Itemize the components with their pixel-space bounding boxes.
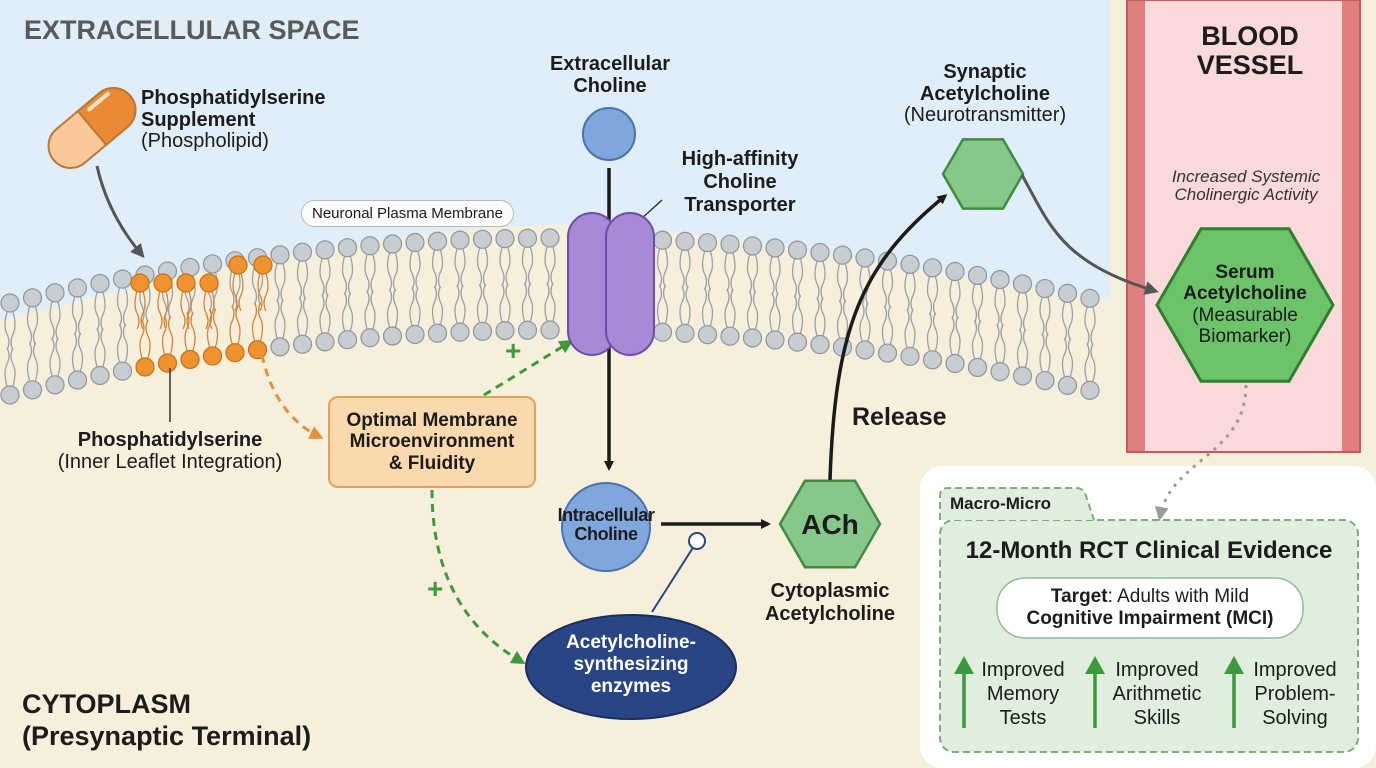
vessel-outline [1126,0,1361,453]
vessel-wall-right [1342,0,1360,452]
membrane-label: Neuronal Plasma Membrane [301,200,514,227]
supplement-line3: (Phospholipid) [141,130,269,153]
release-label: Release [852,403,947,431]
rct-tab [939,487,1095,521]
micro-to-transporter-arrow [483,339,574,397]
synaptic-to-serum-arrow [1020,174,1159,295]
capsule-icon [47,87,137,169]
up-arrow-icon [1085,656,1105,728]
synaptic-line1: Synaptic [943,61,1027,83]
extracellular-region [0,0,1110,320]
blood-vessel-label: BLOOD VESSEL [1150,21,1350,81]
outcome-arithmetic-l1: Improved [1115,659,1199,681]
rct-target-rest: : Adults with Mild [1107,586,1250,607]
outcome-problem-l3: Solving [1262,707,1328,729]
rct-target-key: Target [1050,586,1108,607]
outcome-arithmetic-l3: Skills [1133,707,1181,729]
up-arrow-icon [954,656,974,728]
ps-to-microenvironment-arrow [260,354,324,439]
supplement-line2: Supplement [141,108,256,131]
outcome-problem-l1: Improved [1253,659,1337,681]
outcome-memory: Improved Memory Tests [968,658,1078,730]
cytoplasm-subtitle: (Presynaptic Terminal) [22,721,312,752]
cytoplasm-title: CYTOPLASM [22,689,192,719]
up-arrow-icon [1224,656,1244,728]
choline-transporter [567,212,655,356]
vessel-wall-left [1127,0,1145,452]
serum-ach-hexagon [1155,227,1335,383]
transporter-line1: High-affinity [681,148,799,170]
outcome-problem-solving: Improved Problem- Solving [1240,658,1350,730]
blood-vessel-line1: BLOOD [1201,21,1299,51]
transporter-label: High-affinity Choline Transporter [640,148,840,217]
transporter-line2: Choline [703,171,777,193]
rct-target: Target: Adults with Mild Cognitive Impai… [997,586,1303,630]
plus-sign-enzymes: + [427,573,444,604]
ps-inner-label: Phosphatidylserine (Inner Leaflet Integr… [30,429,310,473]
ps-inner-line2: (Inner Leaflet Integration) [57,450,283,473]
supplement-label: Phosphatidylserine Supplement (Phospholi… [141,87,326,153]
outcome-problem-l2: Problem- [1254,683,1336,705]
target-pill [996,577,1304,639]
release-arrow [828,194,948,481]
plus-sign-transporter: + [505,335,522,366]
ach-symbol: ACh [801,509,859,540]
outcome-arithmetic-l2: Arithmetic [1112,683,1202,705]
serum-ach-label: Serum Acetylcholine (Measurable Biomarke… [1156,262,1334,347]
enzymes-line3: enzymes [590,675,672,697]
extracellular-choline-label: Extracellular Choline [510,53,710,97]
synaptic-line3: (Neurotransmitter) [903,104,1067,127]
enzymes-ellipse [525,614,737,720]
supplement-line1: Phosphatidylserine [141,87,326,109]
transporter-line3: Transporter [684,194,796,216]
ach-hexagon [778,479,882,569]
micro-to-enzymes-arrow [430,489,526,665]
intracellular-choline-label: Intracellular Choline [526,505,686,545]
extracellular-choline [582,107,636,161]
ext-choline-line1: Extracellular [549,53,671,75]
systemic-line1: Increased Systemic [1171,167,1321,186]
enzymes-label: Acetylcholine- synthesizing enzymes [526,632,736,698]
ps-inner-line1: Phosphatidylserine [77,429,263,451]
int-choline-line1: Intracellular [557,505,655,525]
outcome-memory-l2: Memory [986,683,1060,705]
micro-line2: Microenvironment [349,431,515,453]
rct-title: 12-Month RCT Clinical Evidence [965,537,1333,564]
enzyme-link-line [651,545,695,613]
rct-target-line2: Cognitive Impairment (MCI) [1026,607,1274,629]
systemic-line2: Cholinergic Activity [1174,185,1318,205]
cytoplasmic-ach-label: Cytoplasmic Acetylcholine [740,580,920,626]
rct-target-line1: Target: Adults with Mild [997,586,1303,608]
micro-line1: Optimal Membrane [346,410,518,432]
serum-line3: (Measurable [1192,304,1298,326]
cyto-ach-line2: Acetylcholine [764,603,896,625]
extracellular-space-label: EXTRACELLULAR SPACE [24,15,360,45]
systemic-activity-label: Increased Systemic Cholinergic Activity [1148,167,1344,205]
synaptic-ach-label: Synaptic Acetylcholine (Neurotransmitter… [880,61,1090,127]
outcome-memory-l1: Improved [981,659,1065,681]
micro-line3: & Fluidity [388,452,476,474]
lipid-bilayer [0,228,1100,405]
ext-choline-line2: Choline [573,74,647,97]
int-choline-line2: Choline [574,524,638,545]
serum-line4: Biomarker) [1198,325,1292,347]
outcome-memory-l3: Tests [999,707,1047,729]
serum-line1: Serum [1215,262,1275,283]
synaptic-line2: Acetylcholine [919,82,1051,105]
enzymes-line1: Acetylcholine- [566,632,696,653]
enzyme-link-dot [688,532,706,550]
supplement-arrow [95,165,145,259]
outcome-arithmetic: Improved Arithmetic Skills [1100,658,1214,730]
microenvironment-box: Optimal Membrane Microenvironment & Flui… [328,396,536,488]
cyto-ach-line1: Cytoplasmic [770,580,890,602]
intracellular-choline [561,482,651,572]
blood-vessel-line2: VESSEL [1196,50,1304,81]
cytoplasm-label: CYTOPLASM (Presynaptic Terminal) [22,688,311,753]
enzymes-line2: synthesizing [573,653,689,675]
serum-line2: Acetylcholine [1183,283,1307,305]
rct-tab-label: Macro-Micro [950,494,1052,513]
synaptic-ach-hexagon [941,138,1025,210]
